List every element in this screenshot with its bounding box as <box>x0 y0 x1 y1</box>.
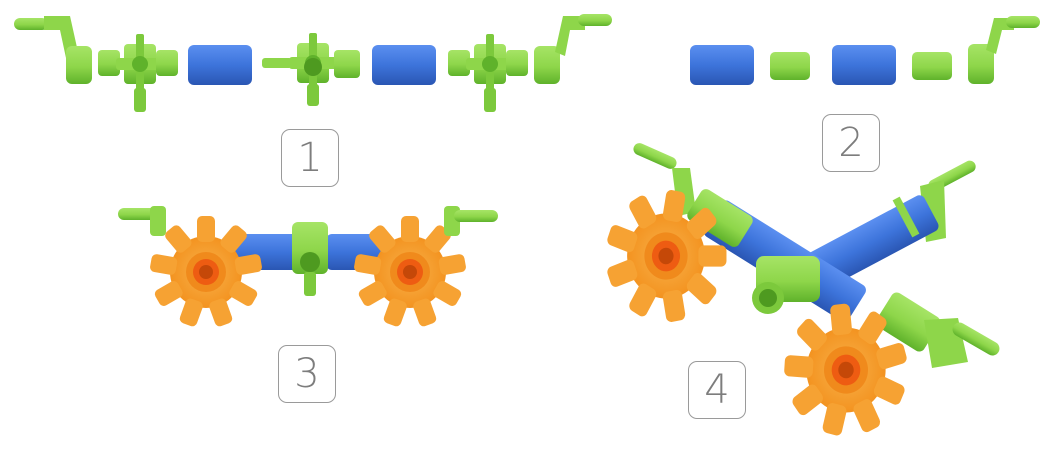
green-connector-center <box>292 222 328 296</box>
blue-tube <box>832 45 896 85</box>
green-coupler <box>770 52 810 80</box>
step-number: 3 <box>294 351 320 397</box>
step1-parts <box>14 14 612 112</box>
orange-gear <box>149 216 263 328</box>
step2-parts <box>690 16 1040 85</box>
green-connector-hub <box>448 34 528 112</box>
green-coupler <box>912 52 952 80</box>
blue-tube <box>188 45 252 85</box>
crank-handle-left <box>14 16 92 84</box>
step-number-box-2: 2 <box>822 114 880 172</box>
step-number-box-4: 4 <box>688 361 746 419</box>
step-number: 4 <box>704 367 730 413</box>
green-connector-hub <box>98 34 178 112</box>
step-number: 2 <box>838 120 864 166</box>
step-number: 1 <box>297 135 323 181</box>
crank-handle-right <box>968 16 1040 84</box>
blue-tube <box>690 45 754 85</box>
green-connector-center <box>262 33 360 106</box>
step3-assembly <box>118 206 498 328</box>
step-number-box-1: 1 <box>281 129 339 187</box>
blue-tube <box>372 45 436 85</box>
step4-assembly <box>595 143 1000 443</box>
crank-handle-right <box>534 14 612 84</box>
step-number-box-3: 3 <box>278 345 336 403</box>
